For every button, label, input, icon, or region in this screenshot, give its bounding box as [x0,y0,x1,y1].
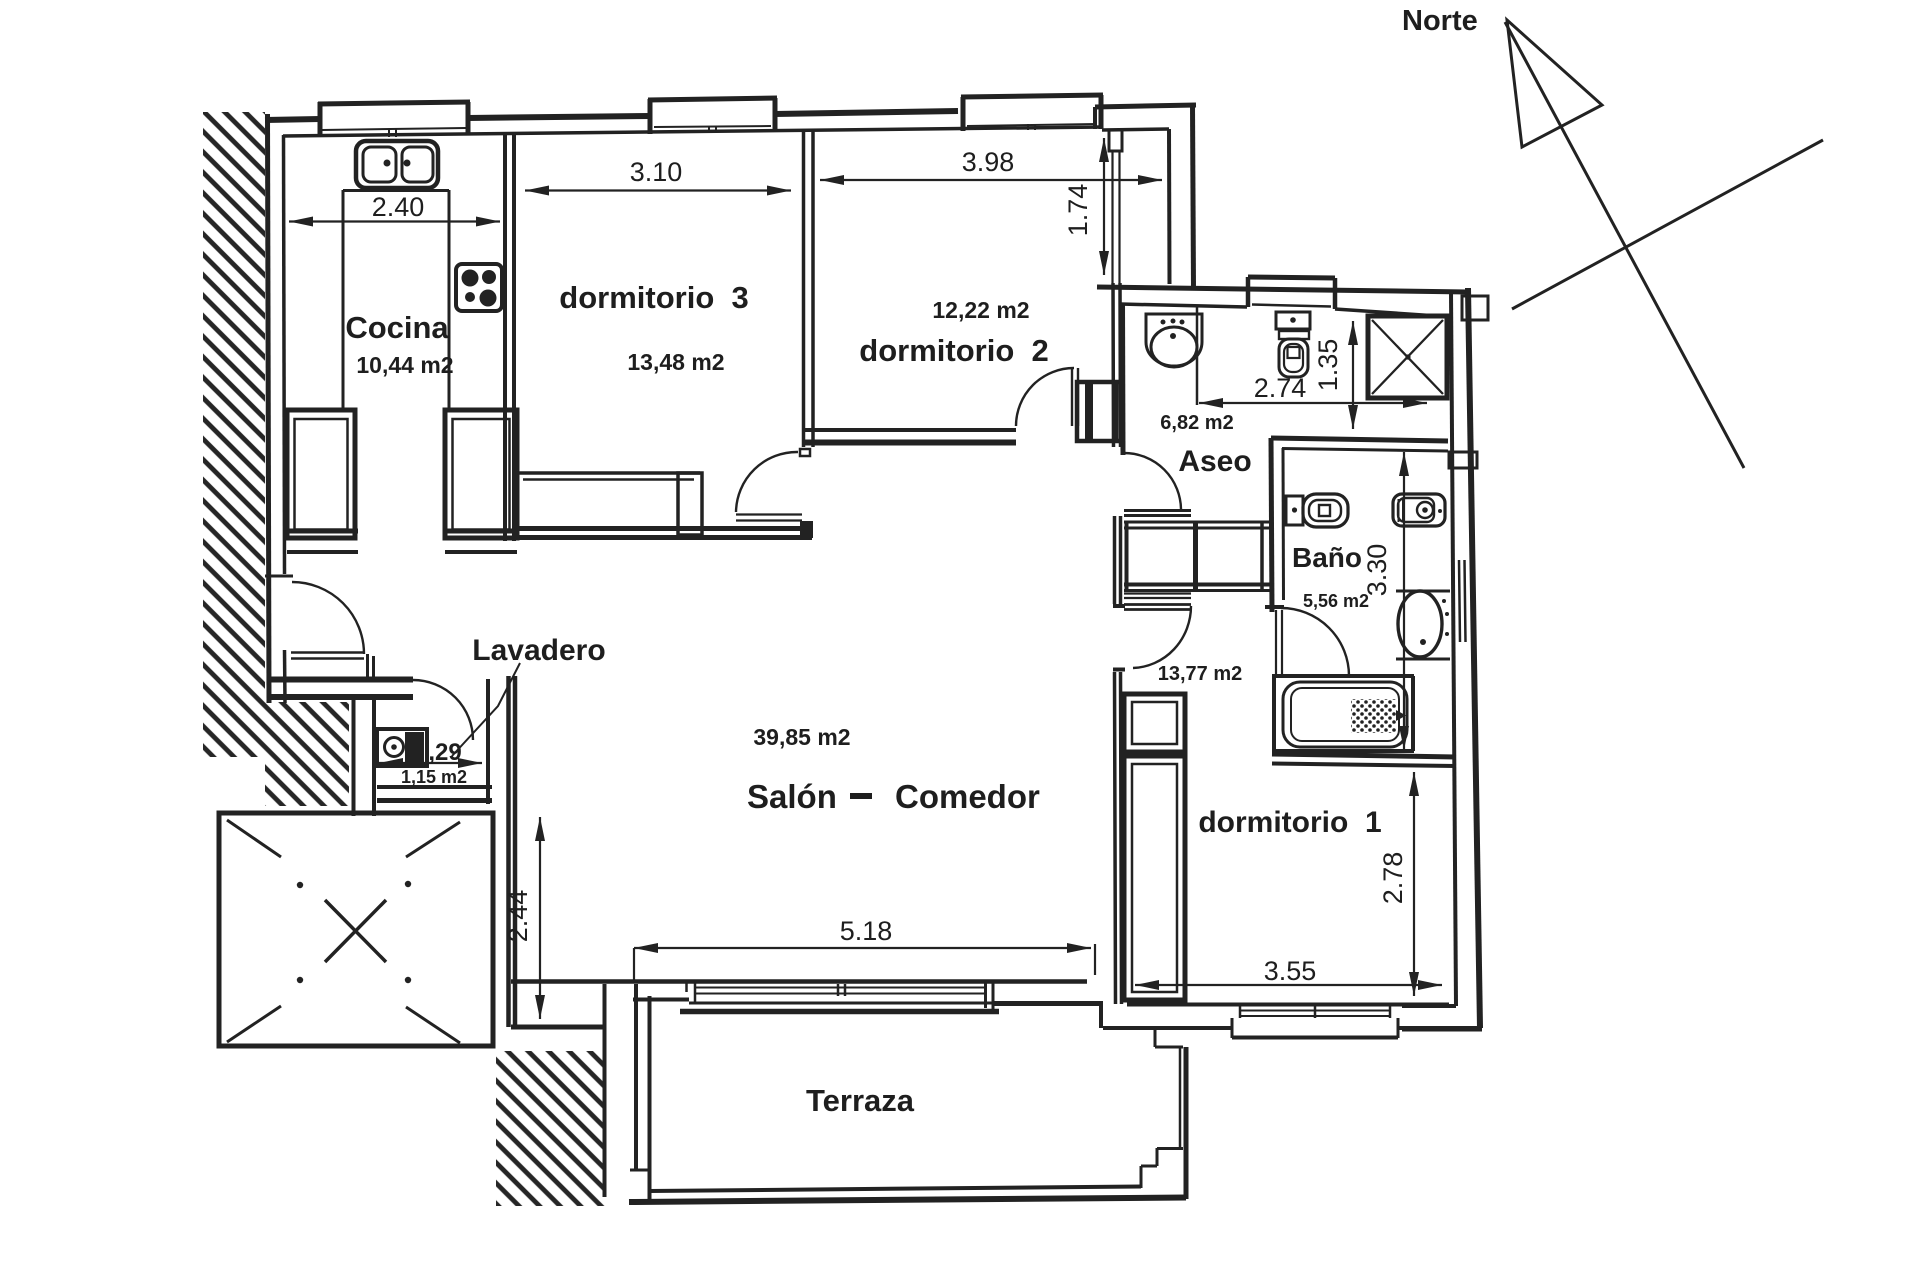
svg-text:Norte: Norte [1402,5,1478,37]
svg-text:,29: ,29 [428,739,461,766]
svg-text:12,22 m2: 12,22 m2 [932,297,1029,323]
svg-text:1.35: 1.35 [1313,339,1343,392]
svg-text:dormitorio 3: dormitorio 3 [559,280,748,315]
svg-text:Baño: Baño [1292,542,1362,573]
svg-text:dormitorio 2: dormitorio 2 [859,333,1048,368]
svg-text:3.30: 3.30 [1362,544,1392,597]
svg-text:dormitorio 1: dormitorio 1 [1198,806,1381,839]
svg-text:Salón: Salón [747,778,837,815]
svg-text:2.78: 2.78 [1378,852,1408,905]
svg-text:1.74: 1.74 [1063,184,1093,237]
svg-text:Terraza: Terraza [806,1083,915,1118]
svg-text:3.10: 3.10 [630,157,683,187]
svg-text:6,82 m2: 6,82 m2 [1160,412,1233,434]
svg-text:13,77 m2: 13,77 m2 [1158,663,1243,685]
svg-text:3.55: 3.55 [1264,956,1317,986]
svg-text:13,48 m2: 13,48 m2 [627,349,724,375]
svg-text:5,56 m2: 5,56 m2 [1303,591,1369,611]
svg-text:10,44 m2: 10,44 m2 [356,352,453,378]
svg-text:39,85 m2: 39,85 m2 [753,724,850,750]
svg-text:2.74: 2.74 [1254,373,1307,403]
svg-text:Aseo: Aseo [1178,445,1251,478]
svg-text:2.40: 2.40 [372,192,425,222]
svg-text:2.44: 2.44 [503,890,533,943]
svg-text:Comedor: Comedor [895,778,1040,815]
svg-text:Lavadero: Lavadero [472,634,605,667]
svg-text:Cocina: Cocina [345,310,449,345]
svg-text:3.98: 3.98 [962,147,1015,177]
svg-text:5.18: 5.18 [840,916,893,946]
svg-text:1,15 m2: 1,15 m2 [401,767,467,787]
